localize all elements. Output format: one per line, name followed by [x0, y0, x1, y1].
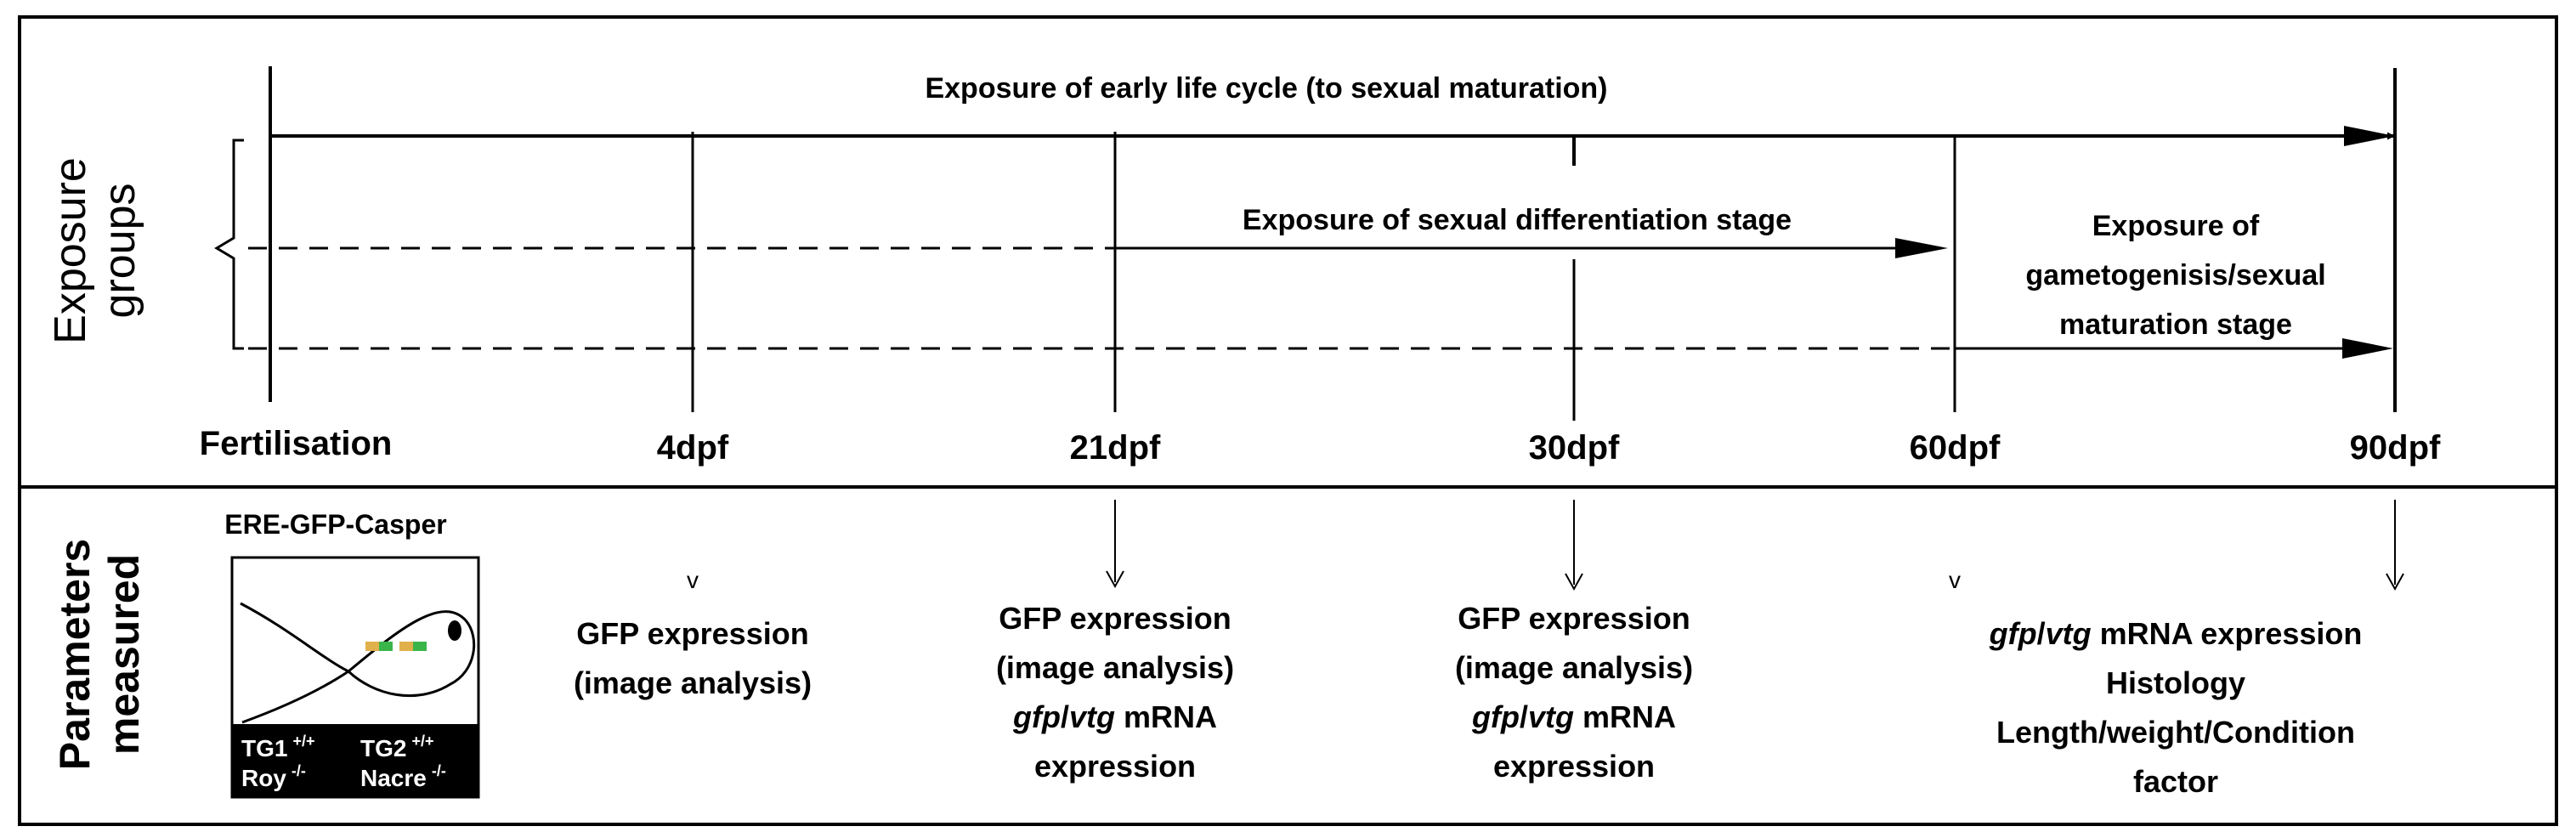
fish-illustration: ERE-GFP-Casper TG1+/+ Roy-/- TG2+/+ Nacr…	[224, 509, 480, 799]
measure-arrowhead-30dpf	[1565, 573, 1583, 591]
params-90dpf-line3: Length/weight/Condition	[1996, 715, 2355, 750]
params-30dpf-line1: GFP expression	[1458, 601, 1690, 636]
fish-genotype-tg2: TG2+/+	[360, 733, 434, 761]
fish-outline-icon	[240, 602, 476, 724]
params-21dpf-line1: GFP expression	[999, 601, 1231, 636]
params-21dpf-line2: (image analysis)	[996, 650, 1234, 685]
fish-genotype-roy: Roy-/-	[241, 762, 306, 791]
timepoint-label-30dpf: 30dpf	[1529, 429, 1620, 467]
params-90dpf-line1: gfp/vtg mRNA expression	[1989, 616, 2363, 651]
params-30dpf-line2: (image analysis)	[1455, 650, 1693, 685]
fish-genotype-band	[232, 724, 478, 797]
fish-eye-icon	[448, 620, 461, 641]
exposure-label-sexual-differentiation: Exposure of sexual differentiation stage	[1243, 204, 1792, 236]
fish-genotype-tg1: TG1+/+	[241, 733, 315, 761]
parameters-measured-label-line2: measured	[100, 554, 148, 755]
params-21dpf-line4: expression	[1034, 749, 1196, 784]
exposure-arrowhead-sexual-differentiation	[1895, 238, 1948, 258]
timepoint-label-60dpf: 60dpf	[1910, 429, 2001, 467]
fish-genotype-nacre: Nacre-/-	[360, 762, 446, 791]
params-4dpf-line2: (image analysis)	[574, 665, 812, 700]
exposure-label-early-life: Exposure of early life cycle (to sexual …	[925, 72, 1607, 105]
gfp-spot-4	[413, 642, 427, 651]
exposure-label-gametogenesis-line2: gametogenisis/sexual	[2025, 259, 2325, 291]
exposure-label-gametogenesis-line3: maturation stage	[2059, 308, 2292, 341]
gfp-spot-1	[365, 642, 379, 651]
exposure-label-gametogenesis-line1: Exposure of	[2092, 210, 2260, 242]
params-30dpf-line4: expression	[1493, 749, 1655, 784]
timepoint-label-21dpf: 21dpf	[1070, 429, 1161, 467]
fish-title: ERE-GFP-Casper	[224, 509, 446, 540]
timepoint-label-fertilisation: Fertilisation	[200, 425, 393, 462]
measure-arrowhead-90dpf	[2386, 573, 2404, 591]
measure-caret-60dpf: v	[1949, 567, 1961, 593]
timepoint-label-90dpf: 90dpf	[2350, 429, 2441, 467]
params-90dpf-line4: factor	[2133, 764, 2218, 799]
exposure-arrowhead-early-life	[2344, 126, 2395, 146]
group-brace	[214, 139, 244, 350]
gfp-spot-3	[399, 642, 413, 651]
exposure-groups-label-line1: Exposure	[46, 157, 95, 344]
exposure-groups-label-line2: groups	[95, 184, 144, 319]
timepoint-label-4dpf: 4dpf	[657, 429, 729, 467]
exposure-arrowhead-gametogenesis	[2342, 338, 2393, 359]
measure-caret-4dpf: v	[687, 567, 699, 593]
params-4dpf-line1: GFP expression	[576, 616, 808, 651]
params-30dpf-line3: gfp/vtg mRNA	[1471, 699, 1676, 734]
gfp-spot-2	[379, 642, 393, 651]
params-90dpf-line2: Histology	[2106, 665, 2245, 700]
parameters-measured-label-line1: Parameters	[51, 539, 99, 770]
params-21dpf-line3: gfp/vtg mRNA	[1012, 699, 1217, 734]
measure-arrowhead-21dpf	[1106, 570, 1124, 589]
outer-frame	[18, 15, 2558, 826]
